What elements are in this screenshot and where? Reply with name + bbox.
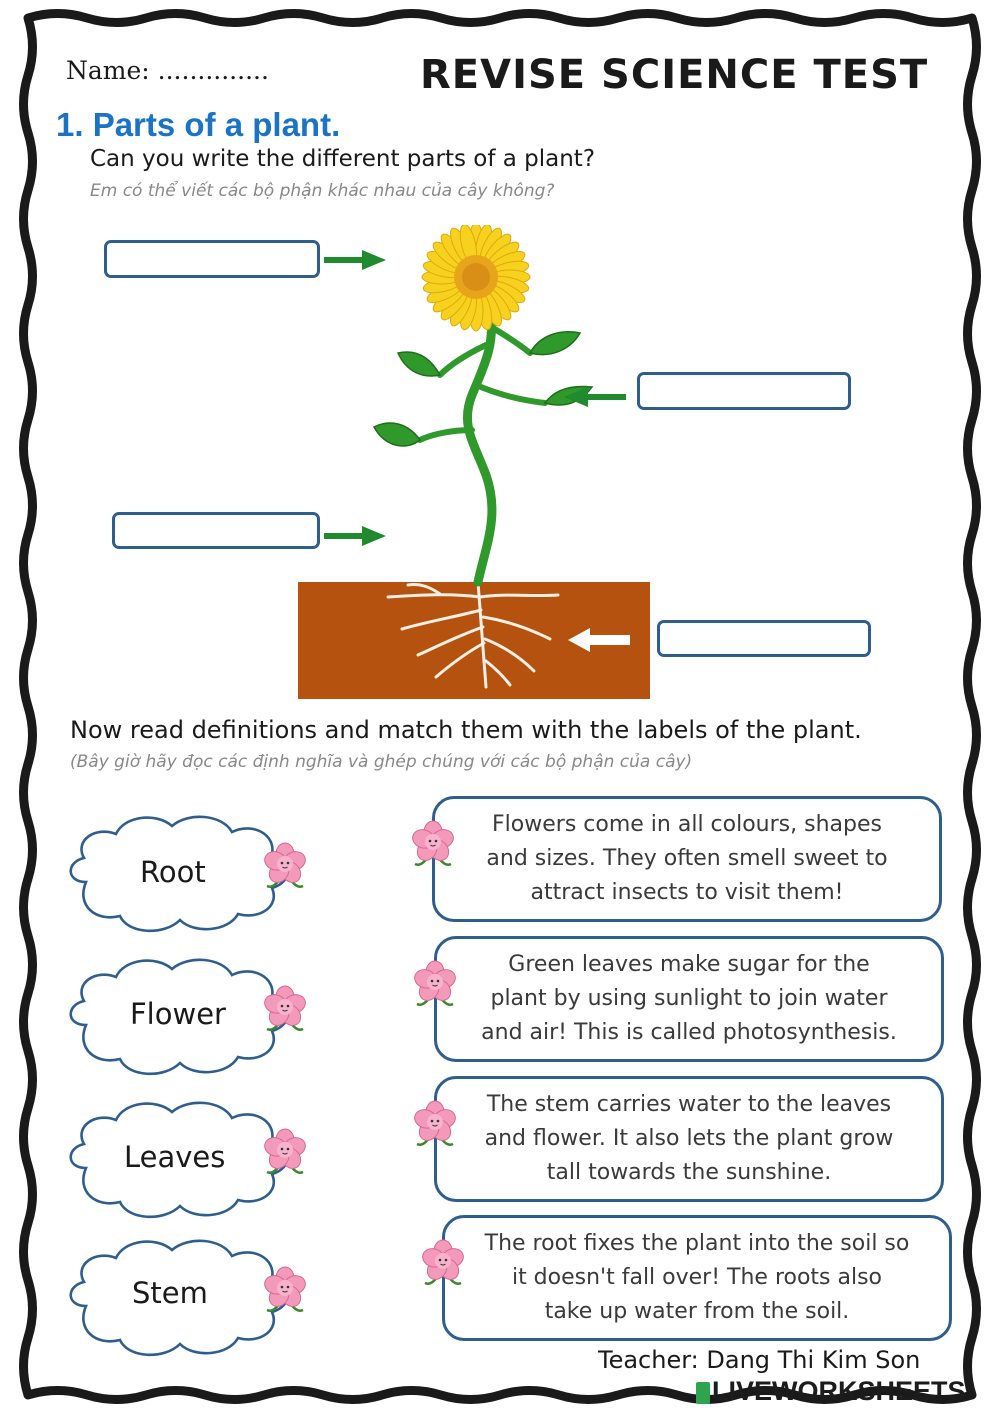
pink-flower-icon — [420, 1237, 466, 1293]
answer-box-leaves[interactable] — [637, 372, 851, 410]
answer-box-root[interactable] — [657, 620, 871, 657]
question-write-parts: Can you write the different parts of a p… — [90, 146, 596, 172]
page-title: REVISE SCIENCE TEST — [420, 52, 929, 98]
liveworksheets-brand: LIVEWORKSHEETS — [712, 1376, 966, 1406]
definition-line: plant by using sunlight to join water — [490, 986, 888, 1011]
roots — [386, 580, 560, 689]
pink-flower-icon — [414, 1100, 456, 1146]
definition-line: and air! This is called photosynthesis. — [481, 1020, 897, 1045]
pink-flower-icon — [414, 960, 456, 1006]
definition-text: Flowers come in all colours, shapes and s… — [486, 808, 887, 910]
arrow-to-root — [568, 628, 630, 652]
liveworksheets-logo-icon — [696, 1382, 710, 1404]
cloud-label-text: Flower — [130, 997, 226, 1031]
instruction-match-translation: (Bây giờ hãy đọc các định nghĩa và ghép … — [70, 752, 693, 772]
pink-flower-icon — [264, 1266, 306, 1312]
arrow-to-leaves — [564, 387, 626, 407]
cloud-label-text: Stem — [132, 1276, 208, 1310]
definition-text: The stem carries water to the leaves and … — [485, 1088, 894, 1190]
answer-box-stem[interactable] — [112, 512, 320, 549]
definition-line: Green leaves make sugar for the — [508, 952, 870, 977]
definition-box-3[interactable]: The root fixes the plant into the soil s… — [442, 1215, 952, 1341]
definition-line: and flower. It also lets the plant grow — [484, 1126, 894, 1151]
definition-box-0[interactable]: Flowers come in all colours, shapes and s… — [432, 796, 942, 922]
definition-line: tall towards the sunshine. — [546, 1160, 832, 1185]
definition-line: Flowers come in all colours, shapes — [492, 812, 882, 837]
cloud-label-text: Leaves — [124, 1140, 226, 1174]
definition-text: The root fixes the plant into the soil s… — [485, 1227, 910, 1329]
pink-flower-icon — [412, 958, 458, 1014]
definition-line: and sizes. They often smell sweet to — [486, 846, 888, 871]
pink-flower-icon — [264, 985, 306, 1031]
name-line: Name: .............. — [66, 56, 269, 85]
arrow-to-flower — [324, 250, 386, 270]
definition-line: The root fixes the plant into the soil s… — [484, 1231, 910, 1256]
definition-line: The stem carries water to the leaves — [486, 1092, 892, 1117]
pink-flower-icon — [262, 1264, 308, 1320]
pink-flower-icon — [264, 1128, 306, 1174]
pink-flower-icon — [412, 1098, 458, 1154]
sunflower-head — [421, 225, 531, 332]
pink-flower-icon — [262, 840, 308, 896]
instruction-match: Now read definitions and match them with… — [70, 716, 862, 744]
section-title-parts-of-plant: 1. Parts of a plant. — [56, 106, 341, 143]
cloud-label-text: Root — [140, 855, 206, 889]
pink-flower-icon — [410, 818, 456, 874]
pink-flower-icon — [262, 1126, 308, 1182]
pink-flower-icon — [422, 1239, 464, 1285]
pink-flower-icon — [264, 842, 306, 888]
definition-line: take up water from the soil. — [544, 1299, 850, 1324]
definition-box-1[interactable]: Green leaves make sugar for the plant by … — [434, 936, 944, 1062]
plant-illustration — [298, 225, 650, 699]
pink-flower-icon — [412, 820, 454, 866]
definition-text: Green leaves make sugar for the plant by … — [481, 948, 897, 1050]
definition-line: it doesn't fall over! The roots also — [511, 1265, 883, 1290]
definition-box-2[interactable]: The stem carries water to the leaves and … — [434, 1076, 944, 1202]
arrow-to-stem — [324, 526, 386, 546]
answer-box-flower[interactable] — [104, 240, 320, 278]
pink-flower-icon — [262, 983, 308, 1039]
teacher-credit: Teacher: Dang Thi Kim Son — [598, 1346, 921, 1374]
question-write-parts-translation: Em có thể viết các bộ phận khác nhau của… — [90, 181, 555, 201]
definition-line: attract insects to visit them! — [530, 880, 844, 905]
